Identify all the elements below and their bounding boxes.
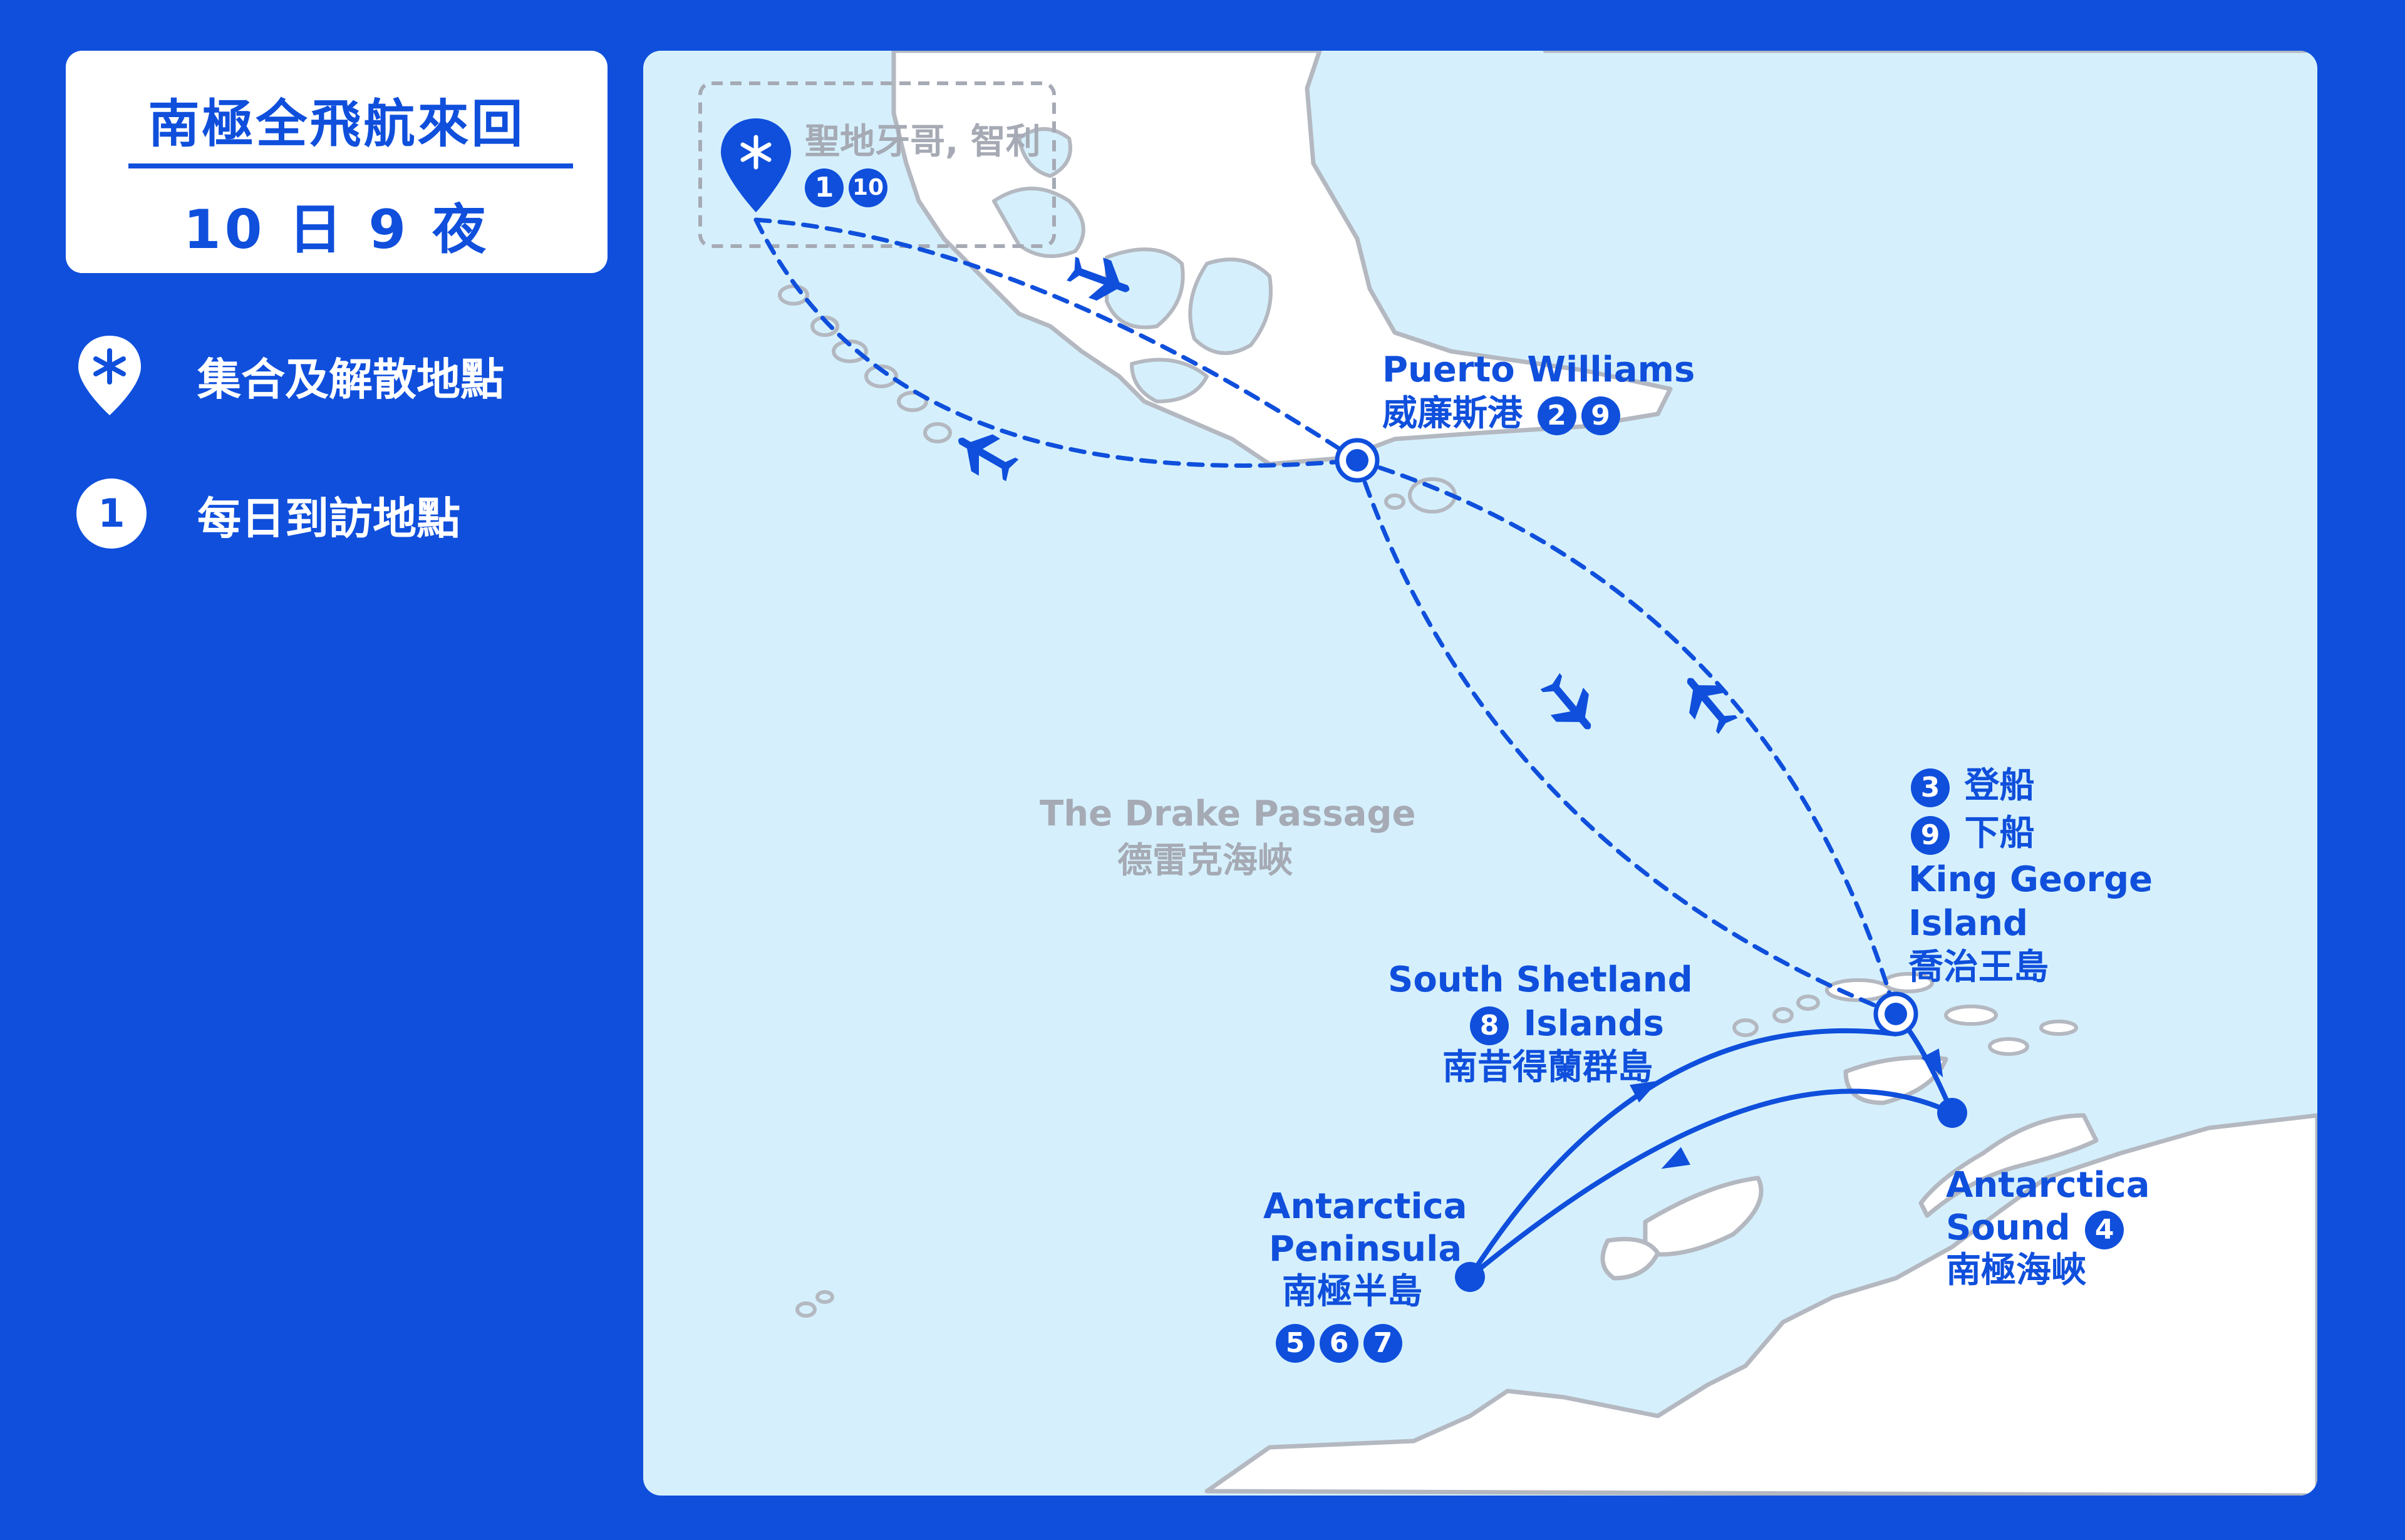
king-george-marker <box>1873 991 1918 1036</box>
santiago-pin-icon <box>721 118 791 212</box>
small-islands <box>778 284 1820 1318</box>
day-badge: 5 <box>1276 1323 1315 1363</box>
south-shetland-name-zh: 南昔得蘭群島 <box>1442 1047 1653 1088</box>
route-sound-to-peninsula <box>1467 1088 1955 1279</box>
route-peninsula-to-shetland <box>1467 1028 1898 1279</box>
king-george-name-en-2: Island <box>1908 903 2029 944</box>
tierra-del-fuego-land <box>891 51 2317 467</box>
route-puerto-williams-to-santiago <box>753 217 1360 468</box>
antarctic-peninsula-marker <box>1455 1262 1485 1292</box>
legend-daily-label: 每日到訪地點 <box>197 493 460 544</box>
route-santiago-to-puerto-williams <box>753 217 1360 463</box>
day-badge: 2 <box>1537 396 1576 435</box>
antarctica-sound-marker <box>1937 1098 1967 1128</box>
king-george-embark-row: 3 登船 <box>1908 765 2035 807</box>
route-arrow-icon <box>1657 1147 1690 1178</box>
king-george-name-zh: 喬治王島 <box>1908 947 2049 988</box>
legend-badge-number: 1 <box>98 490 125 536</box>
itinerary-title: 南極全飛航來回 <box>148 95 525 154</box>
day-badge-icon <box>76 478 147 549</box>
day-badge: 1 <box>805 168 844 207</box>
antarctica-sound-name-en-2: Sound <box>1946 1207 2071 1248</box>
map-canvas <box>698 51 2317 1496</box>
fjord-islands <box>992 127 1273 403</box>
day-badge: 10 <box>849 168 887 207</box>
route-puerto-williams-to-king-george <box>1355 458 1898 1016</box>
day-badge: 4 <box>2085 1210 2124 1249</box>
flight-routes <box>753 217 1898 1016</box>
day-badge: 3 <box>1911 768 1950 807</box>
day-badge: 6 <box>1320 1323 1358 1363</box>
disembark-label: 下船 <box>1964 813 2035 854</box>
route-king-george-to-puerto-williams <box>1355 458 1898 1016</box>
king-george-disembark-row: 9 下船 <box>1908 812 2035 855</box>
antarctic-peninsula-name-en-2: Peninsula <box>1269 1229 1462 1269</box>
antarctica-sound-name-en-1: Antarctica <box>1946 1165 2150 1206</box>
day-badge: 8 <box>1470 1006 1509 1045</box>
day-badge: 9 <box>1581 396 1620 435</box>
antarctic-peninsula-name-en-1: Antarctica <box>1263 1186 1467 1227</box>
puerto-williams-name-en: Puerto Williams <box>1382 349 1695 390</box>
plane-icon <box>948 421 1023 489</box>
antarctic-peninsula-name-zh: 南極半島 <box>1282 1271 1422 1312</box>
king-george-name-en-1: King George <box>1908 859 2153 900</box>
itinerary-duration: 10 日 9 夜 <box>183 199 490 261</box>
legend-meeting-point: 集合及解散地點 <box>75 331 504 418</box>
plane-icon <box>1533 667 1606 743</box>
asterisk-pin-icon <box>78 336 141 415</box>
drake-passage-name-zh: 德雷克海峽 <box>1117 840 1293 881</box>
antarctica-sound-name-row: Sound 4 <box>1946 1207 2126 1249</box>
legend-meeting-label: 集合及解散地點 <box>197 354 504 405</box>
santiago-label: 聖地牙哥, 智利 <box>805 121 1041 162</box>
south-shetland-name-en-1: South Shetland <box>1388 959 1693 1000</box>
puerto-williams-name-zh: 威廉斯港 <box>1382 393 1523 434</box>
santiago-callout-box <box>698 81 1056 248</box>
south-shetland-name-row: 8 Islands <box>1467 1003 1664 1045</box>
title-card: 南極全飛航來回 10 日 9 夜 <box>66 51 608 273</box>
south-shetland-islands <box>1825 972 2078 1056</box>
drake-passage-name-en: The Drake Passage <box>1040 793 1416 834</box>
south-shetland-name-en-2: Islands <box>1523 1003 1664 1044</box>
day-badge: 7 <box>1363 1323 1402 1363</box>
day-badge: 9 <box>1911 815 1950 855</box>
antarctica-sound-name-zh: 南極海峽 <box>1946 1250 2086 1291</box>
title-divider <box>128 163 573 168</box>
antarctic-peninsula-land <box>1204 1055 2317 1496</box>
puerto-williams-marker <box>1335 438 1380 483</box>
embark-label: 登船 <box>1964 765 2035 806</box>
